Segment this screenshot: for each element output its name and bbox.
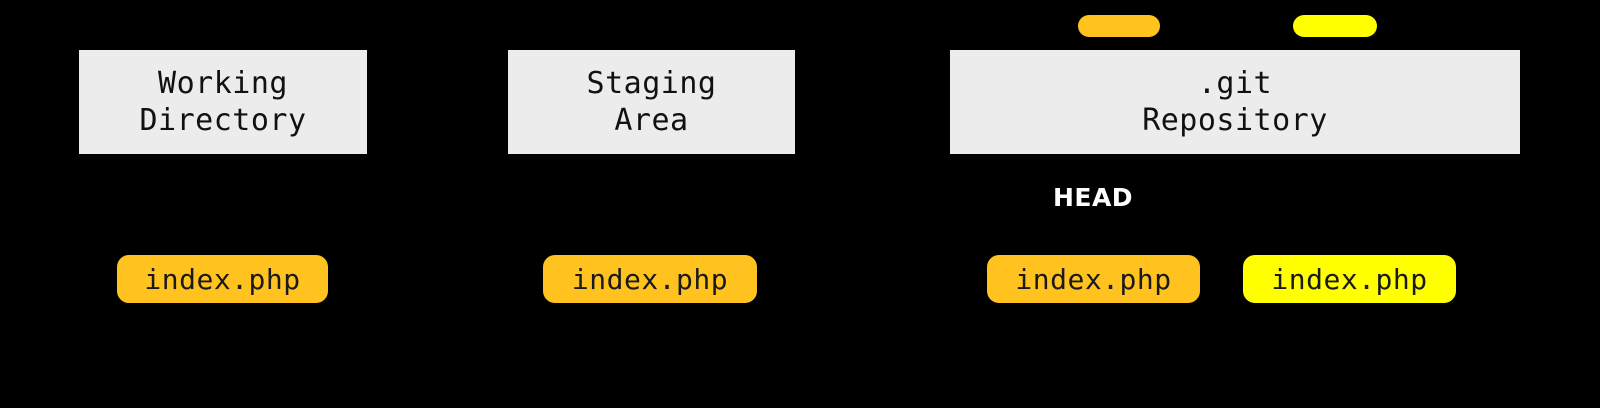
file-pill-working-directory-label: index.php <box>144 262 301 296</box>
zone-staging-area: Staging Area <box>508 50 795 154</box>
zone-git-repository-line2: Repository <box>1142 103 1328 138</box>
file-pill-working-directory: index.php <box>117 255 328 303</box>
zone-staging-area-line1: Staging <box>586 66 717 101</box>
head-label: HEAD <box>1052 183 1134 212</box>
zone-working-directory-line1: Working <box>158 66 288 101</box>
zone-git-repository: .git Repository <box>950 50 1520 154</box>
zone-git-repository-line1: .git <box>1197 66 1273 101</box>
commit-marker-current <box>1078 15 1160 37</box>
file-pill-repository-other: index.php <box>1243 255 1456 303</box>
file-pill-staging-area-label: index.php <box>571 262 729 296</box>
zone-staging-area-line2: Area <box>614 103 689 138</box>
file-pill-repository-head: index.php <box>987 255 1200 303</box>
zone-working-directory: Working Directory <box>79 50 367 154</box>
file-pill-repository-other-label: index.php <box>1271 262 1428 296</box>
file-pill-repository-head-label: index.php <box>1015 262 1172 296</box>
zone-working-directory-line2: Directory <box>139 103 307 138</box>
file-pill-staging-area: index.php <box>543 255 757 303</box>
commit-marker-previous <box>1293 15 1377 37</box>
